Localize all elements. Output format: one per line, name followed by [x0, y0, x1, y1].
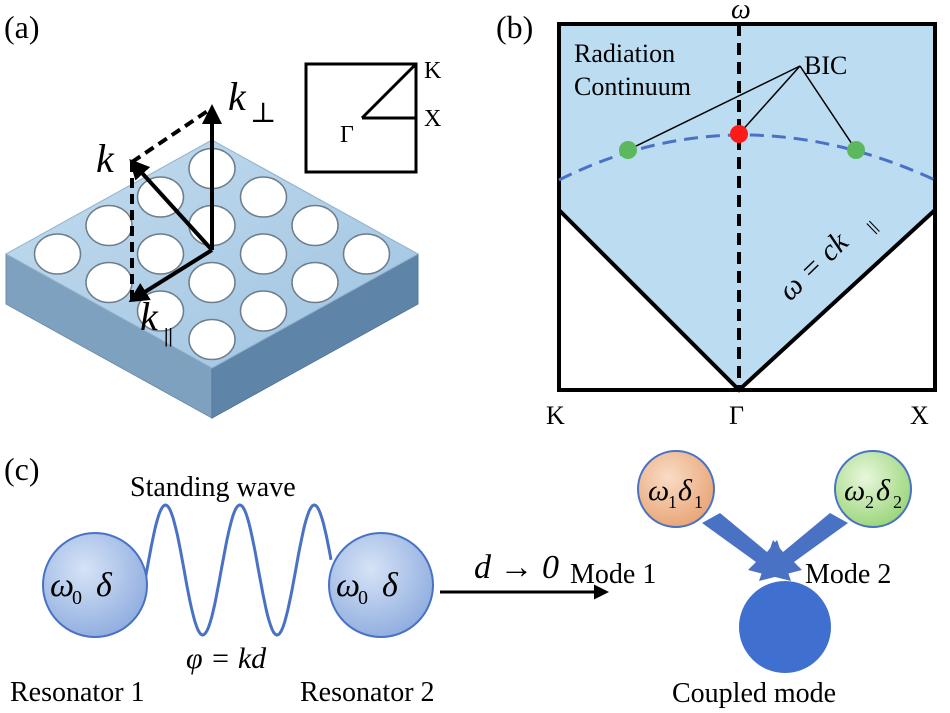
- res-left-sub: 0: [72, 587, 82, 609]
- air-hole: [188, 318, 236, 361]
- k-parallel-label: k: [140, 294, 159, 339]
- mode-1-sub2: 1: [694, 492, 703, 512]
- k-perp-subscript: ⊥: [250, 98, 276, 129]
- bic-pointer-left: [627, 65, 801, 151]
- mode-1-label: Mode 1: [570, 559, 656, 590]
- resonator-left-circle: [42, 532, 148, 638]
- mode-2-circle: [834, 450, 912, 528]
- coupled-mode-label: Coupled mode: [672, 678, 836, 709]
- tick-K: K: [546, 401, 565, 430]
- wave-vectors: [128, 104, 222, 303]
- air-hole: [239, 176, 288, 218]
- bic-point-gamma: [730, 125, 748, 143]
- bic-label: BIC: [804, 51, 847, 80]
- panel-a-label: (a): [4, 9, 40, 45]
- continuum-label-line2: Continuum: [574, 72, 691, 101]
- panel-b-label: (b): [496, 9, 533, 45]
- res-left-delta: δ: [96, 567, 113, 604]
- brillouin-zone-inset: [304, 62, 418, 174]
- k-perp-label: k: [228, 74, 247, 119]
- air-hole: [342, 233, 391, 275]
- mode-2-sub1: 2: [865, 492, 874, 512]
- mode-2: ω 2 δ 2: [834, 450, 912, 528]
- mode-2-label: Mode 2: [805, 559, 891, 590]
- res-left-omega: ω: [50, 567, 74, 604]
- resonator-1-label: Resonator 1: [10, 677, 145, 708]
- bic-pointer-center: [738, 65, 801, 135]
- k-parallel-subscript: ||: [164, 325, 173, 347]
- resonator-right: ω 0 δ: [328, 532, 434, 638]
- bic-point-right: [847, 141, 865, 159]
- k-parallel-arrow: [128, 248, 214, 303]
- k-label: k: [96, 136, 115, 181]
- continuum-label-line1: Radiation: [574, 39, 675, 68]
- panel-c-label: (c): [4, 451, 40, 487]
- coupling-arrows: [702, 513, 848, 581]
- tick-X: X: [910, 401, 929, 430]
- standing-wave-label: Standing wave: [130, 472, 296, 503]
- slab-top-face: [4, 139, 420, 369]
- res-right-omega: ω: [336, 567, 360, 604]
- bz-K-label: K: [424, 58, 442, 84]
- bic-point-left: [619, 141, 637, 159]
- air-hole: [85, 204, 133, 247]
- omega-axis-label: ω: [731, 0, 751, 25]
- k-arrow: [129, 159, 214, 252]
- mode-2-omega: ω: [844, 474, 865, 507]
- air-hole: [291, 261, 339, 304]
- coupled-mode-circle: [739, 581, 831, 673]
- mode-1-sub1: 1: [668, 492, 677, 512]
- limit-label: d → 0: [474, 549, 559, 586]
- air-hole: [136, 233, 185, 275]
- resonator-right-circle: [328, 532, 434, 638]
- panel-c: (c) Standing wave ω 0 δ ω 0 δ φ = kd Res…: [4, 450, 912, 709]
- bz-gamma-k: [360, 62, 418, 120]
- panel-a: (a) k k ⊥ k || K X Γ: [4, 9, 442, 419]
- air-hole: [85, 261, 133, 304]
- bz-X-label: X: [424, 106, 441, 132]
- air-hole: [239, 290, 288, 332]
- mode-2-delta: δ: [876, 474, 891, 507]
- mode-1-omega: ω: [648, 474, 669, 507]
- res-right-sub: 0: [358, 587, 368, 609]
- resonator-2-label: Resonator 2: [300, 677, 435, 708]
- mode-1-circle: [637, 450, 715, 528]
- bz-Gamma-label: Γ: [340, 122, 354, 148]
- bic-pointer-right: [799, 65, 857, 151]
- mode-1-delta: δ: [678, 474, 693, 507]
- standing-wave: [143, 503, 333, 637]
- res-right-delta: δ: [382, 567, 399, 604]
- air-hole: [188, 261, 236, 304]
- air-hole: [239, 233, 288, 275]
- radiation-continuum: [559, 24, 935, 390]
- air-hole: [33, 233, 82, 275]
- band-diagram-frame: [557, 22, 937, 392]
- resonator-left: ω 0 δ: [42, 532, 148, 638]
- tick-Gamma: Γ: [729, 401, 744, 430]
- panel-b: (b) ω Radiation Continuum BIC ω = ck || …: [496, 0, 937, 430]
- photonic-band: [558, 133, 936, 182]
- k-dashed-top: [130, 106, 214, 164]
- mode-1: ω 1 δ 1: [637, 450, 715, 528]
- air-hole: [291, 204, 339, 247]
- mode-2-sub2: 2: [893, 492, 902, 512]
- mode-2-arrow: [759, 513, 848, 581]
- phase-label: φ = kd: [186, 642, 267, 675]
